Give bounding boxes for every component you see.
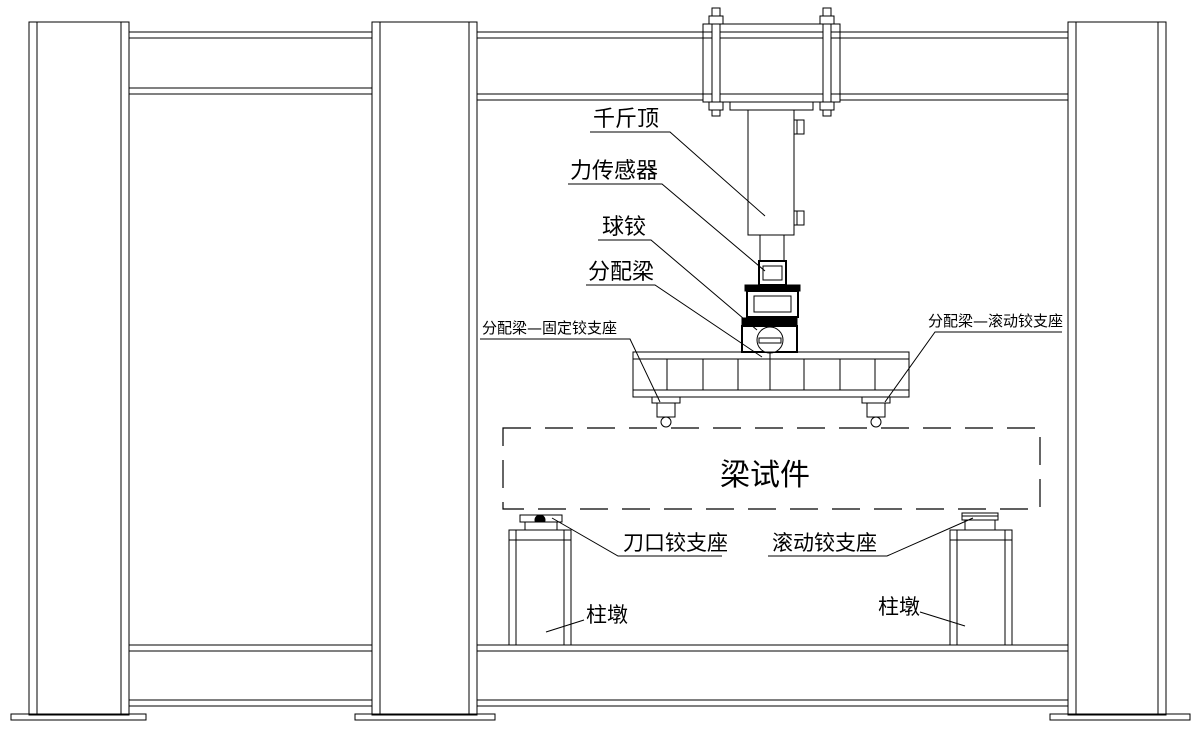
beam-specimen [502, 427, 1041, 510]
label-jack: 千斤顶 [593, 107, 659, 132]
jack-cylinder [747, 109, 805, 262]
column-right [1049, 21, 1191, 721]
roller-hinge-support [961, 512, 999, 531]
label-pier-left: 柱墩 [586, 603, 628, 627]
dist-roller-support [861, 396, 891, 428]
column-middle [354, 21, 496, 721]
distribution-beam [632, 351, 910, 398]
label-specimen: 梁试件 [720, 458, 810, 493]
label-dist-roller-support: 分配梁—滚动铰支座 [928, 312, 1063, 330]
label-distribution-beam: 分配梁 [588, 260, 654, 285]
bottom-beam-left [129, 644, 372, 707]
label-knife-support: 刀口铰支座 [623, 531, 728, 555]
pier-right [949, 529, 1013, 646]
top-beam-right [477, 31, 1068, 101]
leader-lines [480, 131, 1062, 633]
label-ball-hinge: 球铰 [602, 215, 646, 240]
knife-edge-support [519, 514, 563, 531]
bottom-beam-right [477, 644, 1068, 707]
label-force-sensor: 力传感器 [570, 159, 658, 184]
label-roller-support: 滚动铰支座 [772, 531, 877, 555]
jack-mount [702, 7, 841, 117]
label-pier-right: 柱墩 [878, 595, 920, 619]
force-sensor [744, 260, 801, 318]
top-beam-left [129, 31, 372, 95]
pier-left [508, 529, 572, 646]
column-left [10, 21, 147, 721]
dist-fixed-support [651, 396, 681, 428]
label-dist-fixed-support: 分配梁—固定铰支座 [482, 319, 617, 337]
